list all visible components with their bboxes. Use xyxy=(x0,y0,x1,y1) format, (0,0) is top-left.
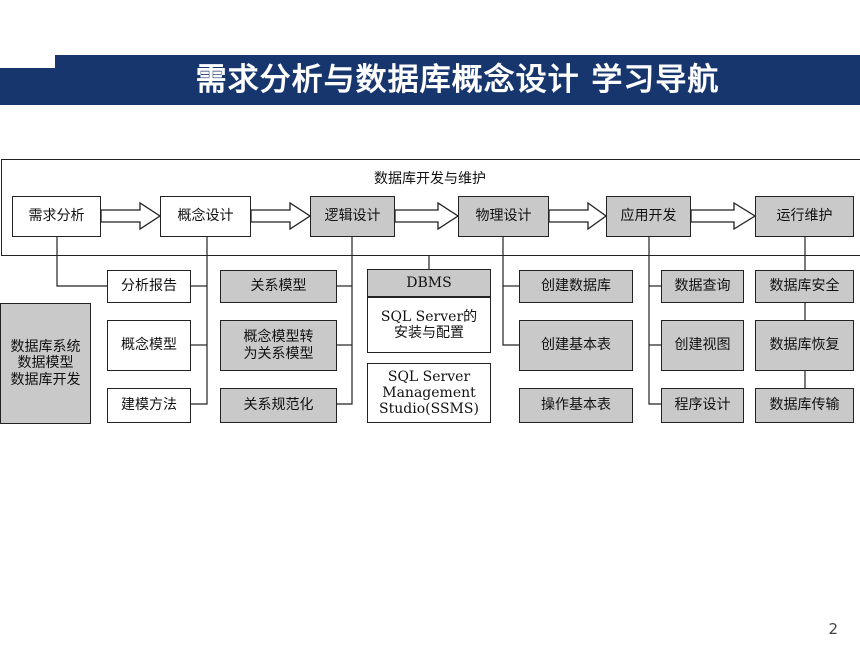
process-frame xyxy=(1,159,860,256)
item-ssms: SQL Server Management Studio(SSMS) xyxy=(367,363,491,423)
item-line: 概念模型转 xyxy=(243,329,314,346)
page-title: 需求分析与数据库概念设计 学习导航 xyxy=(55,55,860,105)
item-create-database: 创建数据库 xyxy=(519,270,633,303)
item-concept-model: 概念模型 xyxy=(107,320,191,371)
stage-requirements: 需求分析 xyxy=(12,196,101,237)
item-create-view: 创建视图 xyxy=(661,320,744,371)
item-modeling-method: 建模方法 xyxy=(107,388,191,423)
item-normalization: 关系规范化 xyxy=(220,388,337,423)
stage-maintenance: 运行维护 xyxy=(755,196,854,237)
item-programming: 程序设计 xyxy=(661,388,744,423)
stage-concept-design: 概念设计 xyxy=(160,196,251,237)
item-operate-table: 操作基本表 xyxy=(519,388,633,423)
item-line: Management xyxy=(382,384,476,401)
item-line: Studio(SSMS) xyxy=(379,401,479,418)
item-db-recovery: 数据库恢复 xyxy=(755,320,854,371)
item-line: 为关系模型 xyxy=(243,345,314,362)
stage-application-dev: 应用开发 xyxy=(606,196,691,237)
side-box-line: 数据模型 xyxy=(17,355,74,372)
item-line: SQL Server的 xyxy=(380,308,478,325)
process-frame-title: 数据库开发与维护 xyxy=(374,171,486,187)
item-line: SQL Server xyxy=(387,368,471,385)
item-data-query: 数据查询 xyxy=(661,270,744,303)
stage-logical-design: 逻辑设计 xyxy=(310,196,395,237)
item-analysis-report: 分析报告 xyxy=(107,270,191,303)
stage-physical-design: 物理设计 xyxy=(458,196,549,237)
item-db-security: 数据库安全 xyxy=(755,270,854,303)
side-box-line: 数据库开发 xyxy=(10,371,81,388)
item-db-transfer: 数据库传输 xyxy=(755,388,854,423)
item-line: 安装与配置 xyxy=(394,325,464,341)
side-box-foundations: 数据库系统 数据模型 数据库开发 xyxy=(0,303,91,424)
item-sqlserver-install: SQL Server的 安装与配置 xyxy=(367,297,491,353)
page-number: 2 xyxy=(828,620,838,638)
item-create-table: 创建基本表 xyxy=(519,320,633,371)
title-bar-accent xyxy=(0,68,55,105)
item-relational-model: 关系模型 xyxy=(220,270,337,303)
item-concept-to-relational: 概念模型转 为关系模型 xyxy=(220,320,337,371)
side-box-line: 数据库系统 xyxy=(10,339,81,356)
item-dbms: DBMS xyxy=(367,269,491,297)
